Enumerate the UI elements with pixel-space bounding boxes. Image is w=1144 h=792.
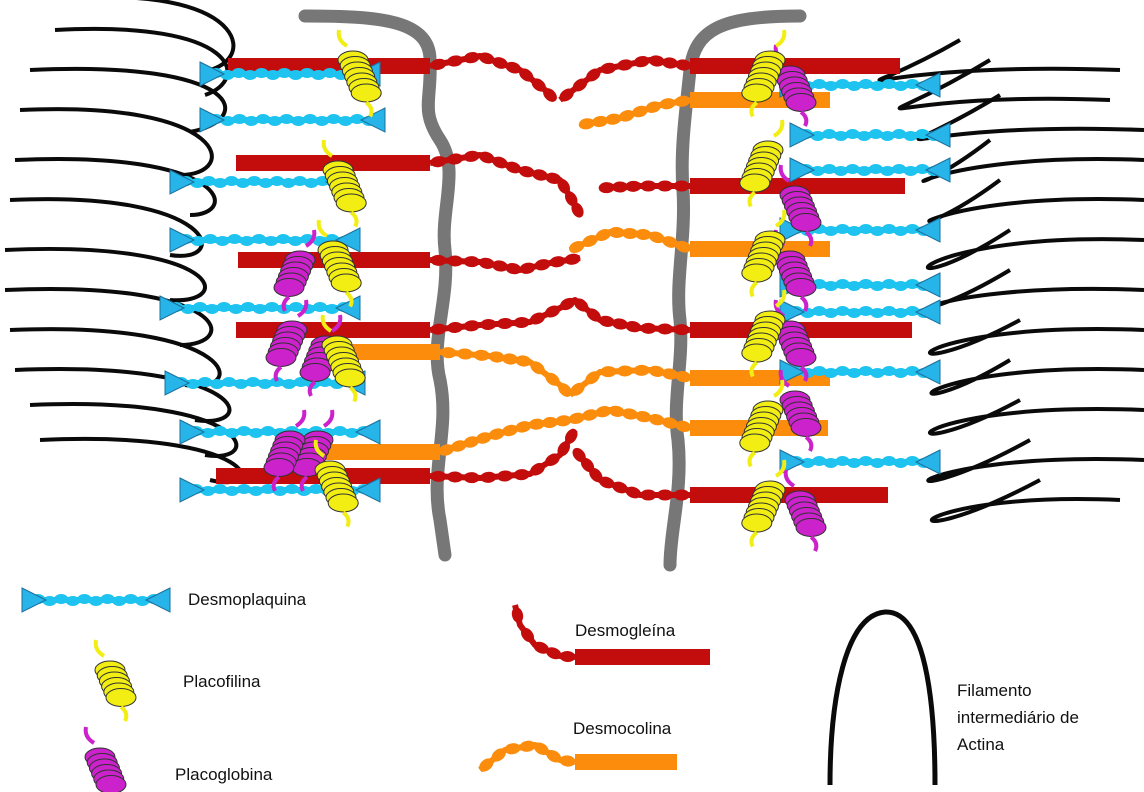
filament-left (10, 329, 220, 386)
legend-label-filamento-line3: Actina (957, 733, 1079, 756)
legend-label-placoglobina: Placoglobina (175, 763, 272, 786)
legend-symbol-filamento (830, 612, 935, 785)
desmocolina-chain (567, 226, 693, 255)
filament-right (928, 440, 1144, 481)
legend-symbol-desmocolina (477, 740, 677, 775)
legend-desmogleina-bar (575, 649, 710, 665)
legend-desmocolina-bar (575, 754, 677, 770)
desmogleina-chain (429, 50, 559, 104)
filament-right (923, 140, 1144, 181)
placofilina-left (323, 140, 366, 227)
placofilina-right (742, 460, 785, 547)
filament-left (15, 369, 229, 421)
legend-label-filamento-line1: Filamento (957, 679, 1079, 702)
desmogleina-chain (557, 54, 692, 104)
desmoplaquina (780, 450, 940, 474)
filament-left (20, 109, 212, 175)
filament-right (930, 400, 1144, 434)
legend-label-filamento-line2: intermediário de (957, 706, 1079, 729)
filament-left (80, 0, 233, 72)
desmogleina-chain (430, 253, 581, 276)
plaque-proteins (160, 30, 950, 551)
legend-desmogleina-chain (510, 605, 576, 663)
desmocolina-chain (437, 414, 572, 457)
legend-symbol-placofilina (95, 640, 136, 721)
legend-label-desmogleina: Desmogleína (575, 619, 675, 642)
filament-left (40, 439, 242, 482)
desmocolina-chain (440, 347, 575, 400)
desmoplaquina (200, 108, 385, 132)
desmoplaquina (790, 123, 950, 147)
filament-left (5, 289, 211, 345)
filament-right (929, 180, 1144, 221)
legend-label-placofilina: Placofilina (183, 670, 261, 693)
filament-left (30, 69, 225, 132)
filament-right (879, 40, 1120, 80)
filament-right (928, 230, 1144, 268)
desmocolina-bar (320, 444, 440, 460)
legend-label-desmoplaquina: Desmoplaquina (188, 588, 306, 611)
filament-right (932, 480, 1120, 521)
legend-symbols (22, 588, 935, 792)
desmogleina-chain (430, 295, 690, 335)
legend-desmocolina-chain (477, 740, 577, 775)
desmogleina-chain (570, 445, 690, 500)
desmogleina-chain (598, 180, 690, 193)
legend-symbol-placoglobina (85, 727, 126, 792)
filament-right (931, 360, 1144, 394)
desmocolina-chain (578, 95, 691, 131)
legend-symbol-desmoplaquina (22, 588, 170, 612)
filament-right (930, 320, 1144, 354)
filament-right (931, 270, 1144, 307)
legend-label-desmocolina: Desmocolina (573, 717, 671, 740)
placoglobina-right (785, 470, 826, 551)
legend-label-filamento: Filamento intermediário de Actina (957, 679, 1079, 756)
